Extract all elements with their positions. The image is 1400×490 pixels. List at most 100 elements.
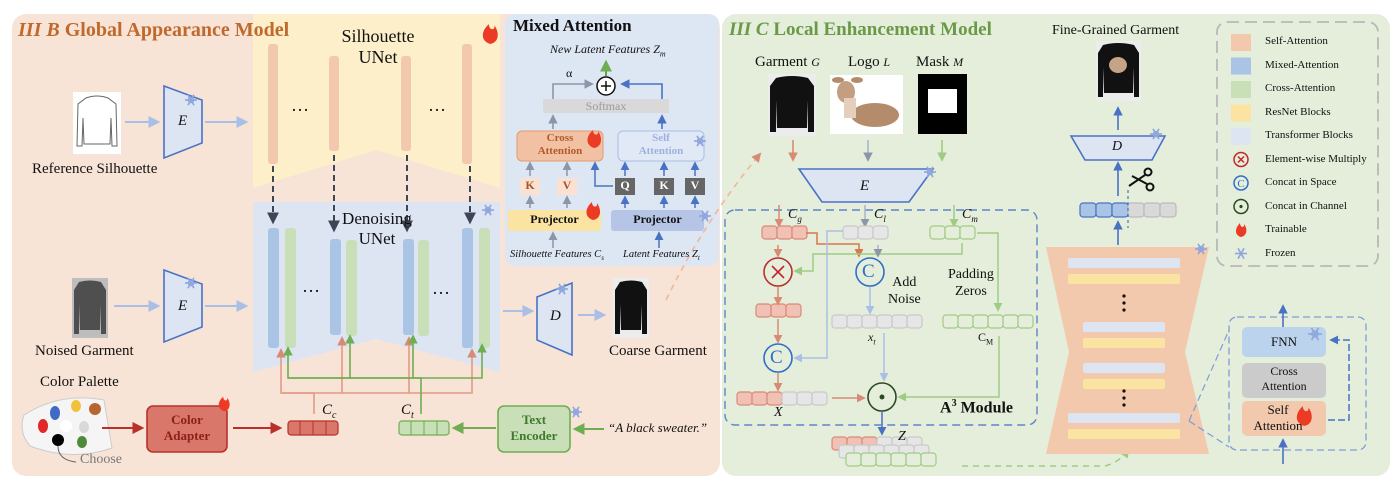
paint-blob [60, 420, 72, 432]
snowflake-icon [1311, 330, 1319, 338]
silhouette-projector-label: Projector [530, 212, 579, 226]
concat-channel-dot [879, 394, 885, 400]
cM-token [957, 314, 974, 329]
coarse-sweater [615, 280, 647, 334]
module-sup: 3 [951, 398, 957, 409]
fnn-label: FNN [1270, 334, 1297, 349]
masked-garment-token [785, 303, 802, 318]
mixed-attention-block [330, 239, 341, 335]
text-encoder-box [497, 405, 571, 453]
logo-symbol: L [883, 55, 891, 69]
snowflake-icon [1310, 327, 1320, 341]
value-label: V [562, 178, 572, 192]
silhouette-unet-line: Silhouette [341, 26, 415, 46]
zoom-guide [1188, 420, 1230, 448]
color-adapter-box [146, 405, 228, 453]
cross-attention-block [479, 228, 490, 348]
text-condition-tokens [398, 420, 450, 436]
mask-region [928, 89, 957, 113]
module-suffix: Module [956, 399, 1014, 417]
value-label: V [690, 178, 700, 192]
silhouette-block [329, 56, 339, 151]
legend-label: Element-wise Multiply [1265, 152, 1367, 165]
transformer-block [1083, 322, 1165, 332]
local-decoder-label: D [1112, 139, 1123, 154]
cM-token [1002, 314, 1019, 329]
flame-icon [586, 202, 601, 220]
local-unet-shape [1046, 247, 1209, 454]
resnet-block [1083, 379, 1165, 389]
padding-zeros-line: Zeros [955, 284, 987, 299]
sf-text: Silhouette Features C [510, 249, 602, 260]
multiply-x [771, 265, 785, 279]
xt-token [861, 314, 878, 329]
snowflake-icon [558, 285, 566, 293]
xt-token [831, 314, 848, 329]
concat-channel-op-icon [867, 382, 897, 412]
reference-silhouette-image [73, 92, 121, 154]
snowflake-icon [187, 279, 195, 287]
masked-garment-token [755, 303, 772, 318]
deer-neck [844, 98, 856, 118]
lf-text: Latent Features Z [623, 249, 698, 260]
xt-label: xt [868, 330, 876, 346]
legend-swatch [1231, 81, 1251, 98]
flow-arrow [620, 79, 663, 99]
encoder-label: E [178, 298, 188, 314]
color-palette-label: Color Palette [40, 374, 119, 390]
cm-token [959, 225, 976, 240]
flow-arrow [806, 232, 864, 258]
snowflake-icon [696, 135, 704, 147]
flame-icon [1236, 223, 1247, 237]
cl-token [857, 225, 874, 240]
sweater-outline [76, 95, 118, 147]
legend-swatch [1231, 104, 1251, 122]
resnet-block [1068, 274, 1180, 284]
module-a: A [940, 399, 952, 417]
denoising-unet-line: Denoising [342, 209, 412, 228]
cross-attention-block [285, 228, 296, 348]
snowflake-icon [187, 96, 195, 104]
cc-sub: c [332, 410, 337, 421]
color-condition-tokens [287, 420, 339, 436]
cl-symbol: C [874, 207, 884, 222]
cm-sub: m [971, 213, 978, 224]
fine-grained-label: Fine-Grained Garment [1052, 23, 1180, 38]
scissors-icon [1128, 167, 1155, 192]
garment-label: Garment G [755, 54, 820, 71]
snowflake-icon [484, 204, 492, 216]
badge-layer [185, 24, 1322, 426]
z-token [905, 452, 922, 467]
local-encoder-label: E [860, 178, 870, 194]
xt-token [891, 314, 908, 329]
snowflake-icon [1152, 130, 1160, 138]
legend-layer: C [1231, 34, 1251, 260]
cross-attention-block [418, 240, 429, 336]
cl-label: Cl [874, 207, 886, 224]
zoom-guide [1188, 329, 1230, 422]
cross-line: Cross [1270, 364, 1298, 378]
section-prefix: III C [729, 19, 769, 40]
transformer-block [1083, 363, 1165, 373]
concat-channel-icon [1233, 198, 1249, 215]
denoising-unet-line: UNet [358, 229, 396, 248]
flame-icon [218, 396, 230, 412]
snowflake-icon [696, 137, 704, 145]
residual-arrow [1328, 335, 1350, 421]
concat-space-glyph: C [1237, 178, 1244, 190]
cM-sub: M [986, 337, 994, 347]
deer-ear [832, 77, 844, 83]
cm-symbol: C [962, 207, 972, 222]
self-line: Self [1267, 402, 1289, 417]
cM-token [972, 314, 989, 329]
cl-sub: l [883, 213, 886, 224]
ellipsis: … [432, 278, 450, 298]
cM-token [987, 314, 1004, 329]
